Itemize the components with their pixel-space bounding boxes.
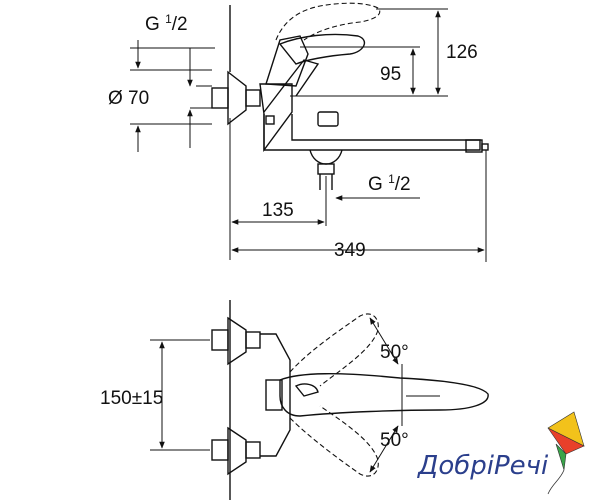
body-detail xyxy=(265,115,275,125)
outlet-cap xyxy=(309,149,343,165)
diverter-knob xyxy=(317,111,339,127)
wall-flange xyxy=(227,70,247,126)
angle-down-arrow xyxy=(369,425,399,473)
label-diameter: Ø 70 xyxy=(108,88,149,109)
front-view xyxy=(150,300,489,500)
body-neck xyxy=(263,59,320,113)
front-body-detail xyxy=(265,379,283,411)
kite-icon xyxy=(547,411,585,495)
mixer-body xyxy=(259,83,293,153)
brand-logo: ДобріРечі xyxy=(417,411,585,495)
front-nut-top xyxy=(245,331,261,349)
front-nut-bottom xyxy=(245,441,261,459)
label-g-top: G 1/2 xyxy=(145,12,188,35)
side-view xyxy=(130,2,489,262)
outlet-nut xyxy=(317,163,335,175)
label-135: 135 xyxy=(262,200,294,221)
angle-up-arrow xyxy=(369,317,399,365)
front-body xyxy=(260,333,291,457)
front-lever-down xyxy=(289,405,379,477)
aerator xyxy=(481,143,489,151)
logo-text: ДобріРечі xyxy=(417,451,549,481)
label-349: 349 xyxy=(334,240,366,261)
label-g-bottom: G 1/2 xyxy=(368,172,411,195)
eccentric-nut xyxy=(245,89,261,107)
label-95: 95 xyxy=(380,64,401,85)
front-inlet-bottom xyxy=(211,439,229,461)
front-lever-detail xyxy=(294,383,319,397)
lever-handle-raised xyxy=(275,2,381,41)
label-126: 126 xyxy=(446,42,478,63)
front-inlet-top xyxy=(211,329,229,351)
front-lever-up xyxy=(289,313,379,387)
label-150: 150±15 xyxy=(100,388,163,409)
inlet-connector xyxy=(211,87,229,109)
front-lever xyxy=(279,373,489,417)
label-angle-down: 50° xyxy=(380,430,409,451)
lever-handle xyxy=(278,33,366,65)
label-angle-up: 50° xyxy=(380,342,409,363)
cartridge xyxy=(265,35,309,87)
spout xyxy=(263,114,481,151)
